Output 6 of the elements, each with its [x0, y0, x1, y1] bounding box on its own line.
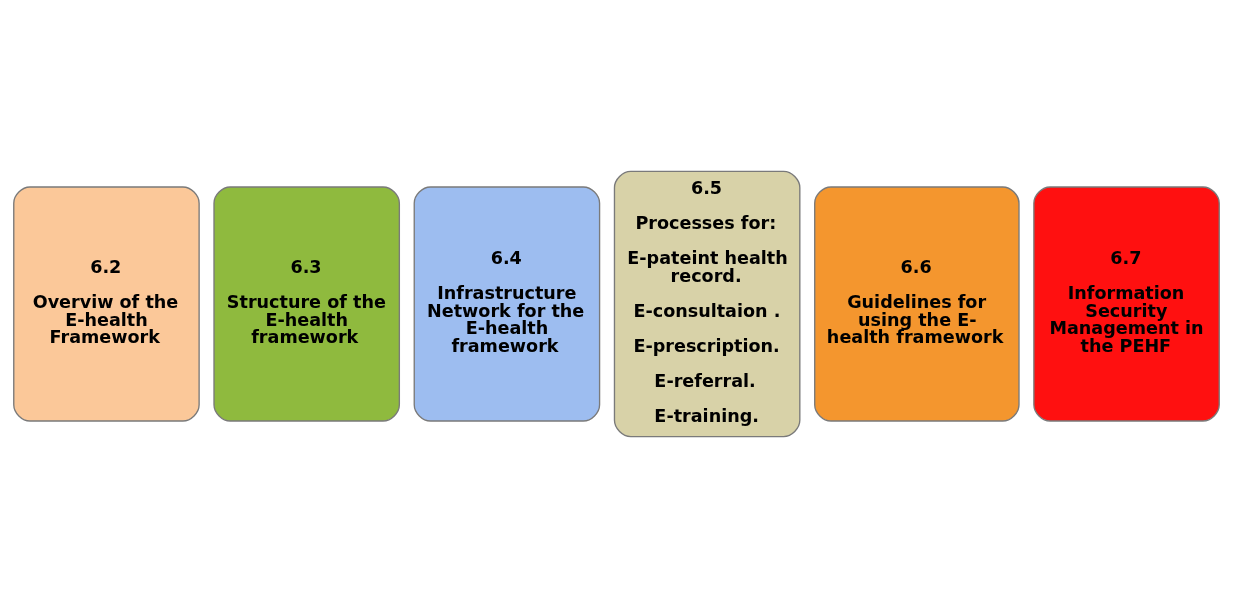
node-box: 6.2 Overviw of the E-health Framework: [13, 185, 200, 422]
node-box: 6.7 Information Security Management in the PEHF: [1033, 185, 1220, 422]
node-box: 6.5 Processes for: E-pateint health record. E-consultaion . E-prescription. E-referral. E-training.: [613, 170, 801, 437]
node-box: 6.3 Structure of the E-health framework: [213, 185, 401, 422]
node-box: 6.6 Guidelines for using the E- health framework: [814, 185, 1020, 422]
node-box: 6.4 Infrastructure Network for the E-health framework: [413, 185, 601, 422]
